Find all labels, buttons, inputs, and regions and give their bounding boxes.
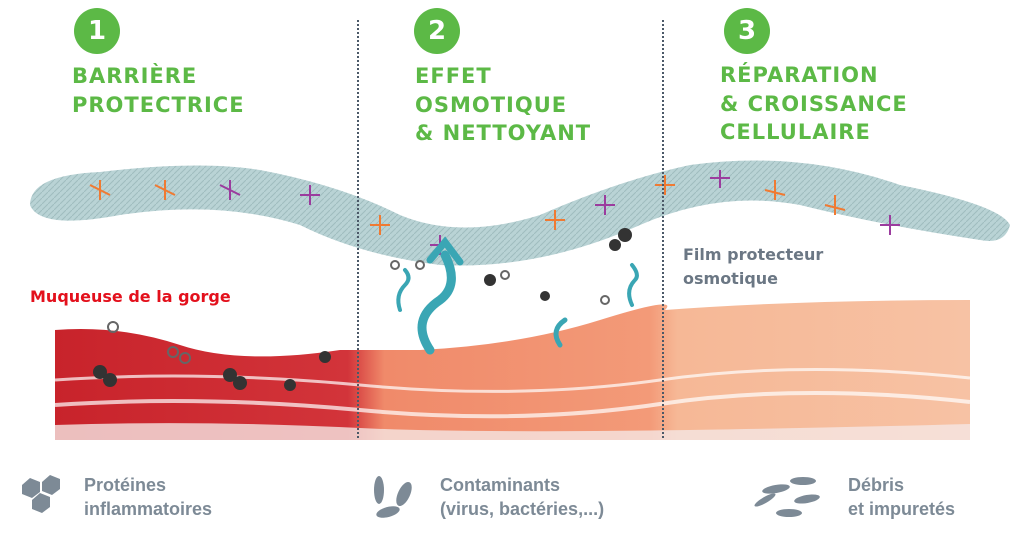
mucosa-label: Muqueuse de la gorge (30, 287, 231, 306)
throat-mucosa-tissue (54, 300, 971, 440)
protective-film (30, 160, 1010, 266)
title-line: OSMOTIQUE (415, 92, 568, 117)
step-2-title: EFFET OSMOTIQUE & NETTOYANT (415, 62, 591, 148)
title-line: & NETTOYANT (415, 121, 592, 145)
step-2-badge: 2 (414, 8, 460, 54)
title-line: CELLULAIRE (720, 120, 871, 144)
contaminant-particles (93, 228, 632, 391)
legend-text: Contaminants (440, 475, 561, 495)
legend-text: Protéines (84, 475, 167, 495)
hexagon-protein-icon (22, 475, 60, 513)
film-label-line: Film protecteur (683, 245, 824, 264)
bacteria-icon (374, 476, 412, 518)
title-line: PROTECTRICE (72, 92, 245, 117)
step-3-badge: 3 (724, 8, 770, 54)
molecules (89, 170, 900, 255)
legend-proteins: Protéines inflammatoires (84, 473, 212, 521)
legend-contaminants: Contaminants (virus, bactéries,...) (440, 473, 604, 521)
osmotic-flow-arrows (396, 236, 639, 355)
step-1-badge: 1 (74, 8, 120, 54)
legend-debris: Débris et impuretés (848, 473, 955, 521)
legend-text: Débris (848, 475, 905, 495)
title-line: & CROISSANCE (720, 91, 908, 116)
step-1-title: BARRIÈRE PROTECTRICE (72, 62, 245, 119)
film-label: Film protecteur osmotique (683, 243, 823, 291)
film-label-line: osmotique (683, 269, 779, 288)
legend-text: (virus, bactéries,...) (440, 499, 605, 519)
legend-text: et impuretés (848, 499, 956, 519)
title-line: BARRIÈRE (72, 64, 198, 88)
step-3-title: RÉPARATION & CROISSANCE CELLULAIRE (720, 61, 908, 147)
title-line: RÉPARATION (720, 63, 879, 87)
legend-text: inflammatoires (84, 499, 213, 519)
debris-icon (754, 477, 820, 517)
title-line: EFFET (415, 64, 492, 88)
